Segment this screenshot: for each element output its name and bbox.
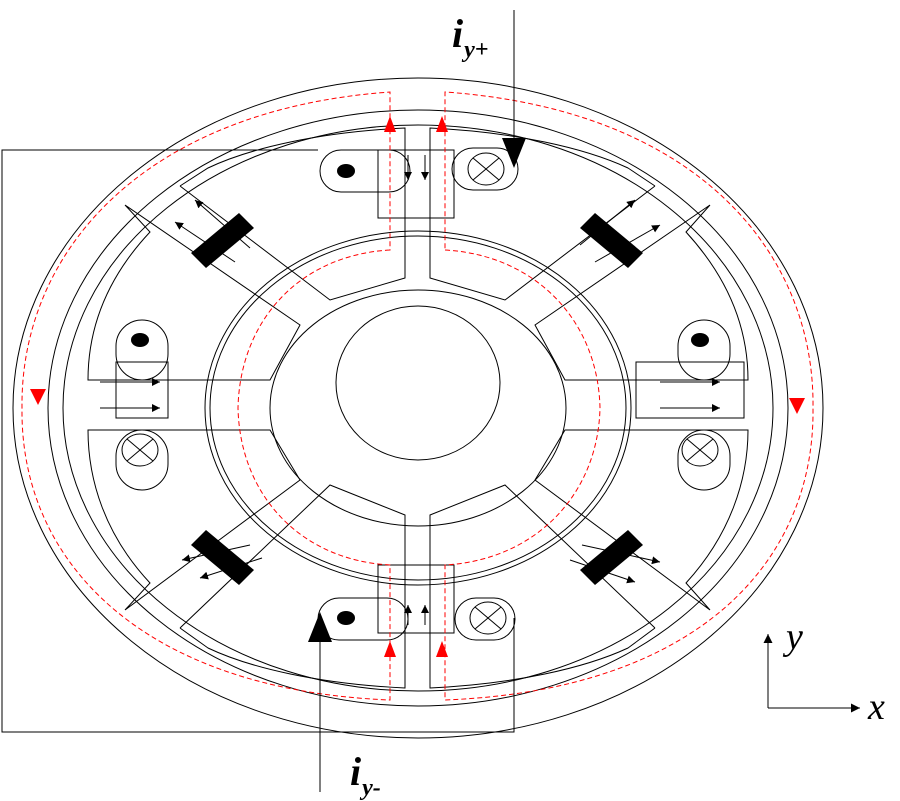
control-flux-arrows — [30, 116, 805, 657]
current-cross-icon — [681, 433, 719, 467]
coil-bottom-left — [317, 597, 409, 641]
coordinate-axes — [763, 634, 860, 713]
flux-arrow — [194, 199, 251, 249]
current-symbols — [121, 152, 719, 635]
rotor — [204, 230, 632, 586]
current-cross-icon — [467, 152, 505, 186]
pole-top-left — [179, 127, 406, 301]
control-flux-paths — [21, 91, 814, 701]
coil-bottom-right — [454, 597, 516, 641]
current-subscript: y+ — [464, 37, 489, 63]
bias-flux-arrows — [100, 155, 720, 625]
current-label-bottom: iy- — [350, 749, 381, 801]
flux-arrow — [579, 199, 636, 246]
flux-arrow — [569, 559, 636, 584]
flux-loop-right — [444, 91, 814, 701]
flux-arrow — [199, 557, 263, 580]
current-label-top: iy+ — [452, 11, 489, 63]
current-dot-icon — [131, 333, 149, 347]
rotor-ring — [269, 289, 567, 527]
pole-top-right — [429, 127, 656, 301]
rotor-outer — [204, 230, 632, 586]
coil-top-center — [377, 149, 455, 219]
magnet-bottom-left — [191, 530, 254, 585]
flux-arrow — [581, 544, 661, 565]
coil-left-upper — [115, 319, 169, 381]
flux-arrow-red — [384, 641, 396, 657]
stator-inner-ring-2 — [62, 124, 774, 692]
current-dot-icon — [691, 333, 709, 347]
flux-arrow-red — [384, 116, 396, 132]
magnet-top-right — [580, 213, 643, 268]
rotor-inner — [209, 235, 627, 581]
pole-bottom-right — [429, 484, 656, 689]
x-axis-label: x — [868, 686, 885, 728]
pole-right-lower — [534, 429, 749, 611]
pole-left-upper — [87, 204, 301, 381]
coil-top-right — [451, 147, 519, 191]
coil-left-center — [115, 361, 169, 419]
current-subscript: y- — [362, 775, 381, 801]
magnet-bottom-right — [580, 530, 643, 585]
external-wiring — [1, 10, 515, 792]
coil-right-upper — [677, 319, 731, 381]
current-symbol: i — [452, 11, 464, 56]
coil-left-lower — [115, 429, 169, 491]
wire-outer-loop — [1, 149, 515, 733]
flux-arrow-red — [30, 389, 46, 405]
current-dot-icon — [337, 164, 355, 178]
flux-arrow-red — [436, 641, 448, 657]
current-dot-icon — [337, 611, 355, 625]
pole-right-upper — [534, 204, 749, 381]
stator-poles — [87, 127, 749, 689]
current-cross-icon — [469, 601, 507, 635]
current-arrow-in-icon — [502, 138, 526, 168]
flux-arrow — [594, 224, 661, 263]
stator-yoke — [12, 77, 824, 739]
stator-outer-edge — [12, 77, 824, 739]
magnet-top-left — [191, 213, 254, 268]
permanent-magnets — [191, 213, 643, 585]
pole-bottom-left — [179, 484, 406, 689]
flux-arrow-red — [436, 116, 448, 132]
stator-inner-ring-1 — [47, 109, 789, 707]
flux-arrow-red — [789, 398, 805, 414]
pole-left-lower — [87, 429, 301, 611]
shaft — [335, 305, 501, 461]
coil-right-center — [635, 361, 745, 419]
y-axis-label: y — [786, 616, 803, 658]
coil-top-left — [319, 149, 411, 193]
flux-loop-left — [21, 91, 391, 701]
flux-arrow — [174, 221, 236, 263]
current-cross-icon — [121, 433, 159, 467]
current-symbol: i — [350, 749, 362, 794]
coil-bottom-center — [377, 564, 455, 634]
coil-right-lower — [677, 429, 731, 491]
flux-arrow — [181, 544, 251, 563]
current-arrow-out-icon — [308, 612, 332, 642]
